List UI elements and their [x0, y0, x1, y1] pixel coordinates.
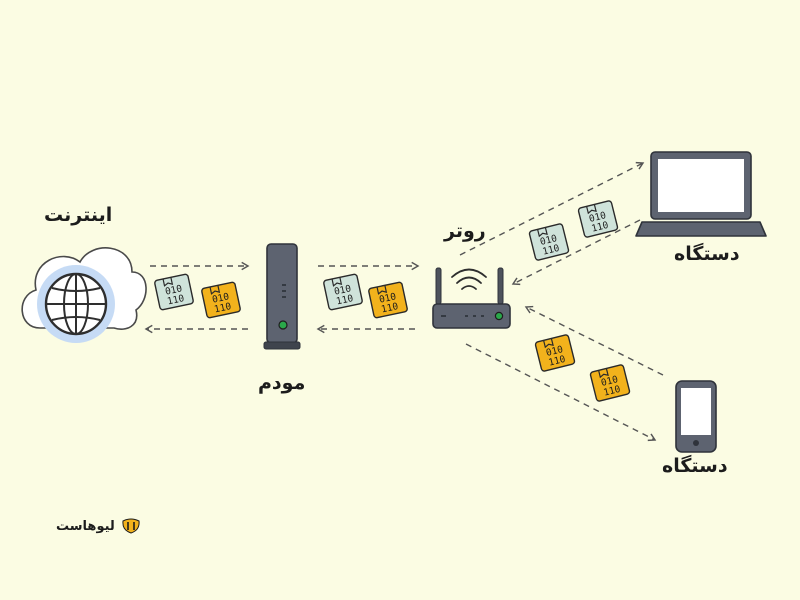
connection-arrows — [144, 161, 664, 442]
packet-bits-line1: 010 — [378, 291, 397, 305]
brand-name: لیوهاست — [56, 518, 115, 534]
globe-icon — [46, 273, 106, 335]
packet-bits-line1: 010 — [545, 344, 565, 359]
packet-bits-line2: 110 — [602, 384, 622, 399]
packet-bits-line2: 110 — [547, 354, 567, 369]
internet-cloud-icon — [21, 247, 147, 343]
arrow-router-to-laptop — [459, 161, 645, 256]
liohost-logo-icon — [122, 518, 140, 534]
packet-bits-line1: 010 — [588, 210, 608, 225]
packet-bits-line2: 110 — [590, 220, 610, 235]
wifi-signal-icon — [451, 268, 487, 290]
arrow-laptop-to-router — [511, 219, 641, 286]
router-icon — [432, 267, 511, 329]
arrow-phone-to-router — [524, 305, 664, 376]
router-status-led — [494, 311, 504, 321]
brand-logo: لیوهاست — [56, 518, 141, 534]
packet-bits-line2: 110 — [380, 301, 399, 315]
internet-label: اینترنت — [44, 204, 113, 226]
packet-bits-line1: 010 — [211, 291, 230, 305]
arrow-router-to-phone — [465, 343, 657, 442]
packet-bits-line1: 010 — [164, 283, 183, 297]
modem-label: مودم — [258, 372, 306, 394]
packet-bits-line2: 110 — [541, 243, 561, 258]
packet-bits-line1: 010 — [600, 374, 620, 389]
packet-bits-line1: 010 — [539, 233, 559, 248]
phone-icon — [675, 380, 717, 453]
laptop-device-label: دستگاه — [674, 243, 740, 265]
router-label: روتر — [444, 220, 486, 242]
phone-device-label: دستگاه — [662, 455, 728, 477]
modem-status-led — [278, 320, 288, 330]
packet-bits-line2: 110 — [166, 293, 185, 307]
laptop-icon — [635, 151, 767, 237]
packet-bits-line2: 110 — [213, 301, 232, 315]
modem-icon — [263, 243, 301, 350]
packet-bits-line2: 110 — [335, 293, 354, 307]
packet-bits-line1: 010 — [333, 283, 352, 297]
